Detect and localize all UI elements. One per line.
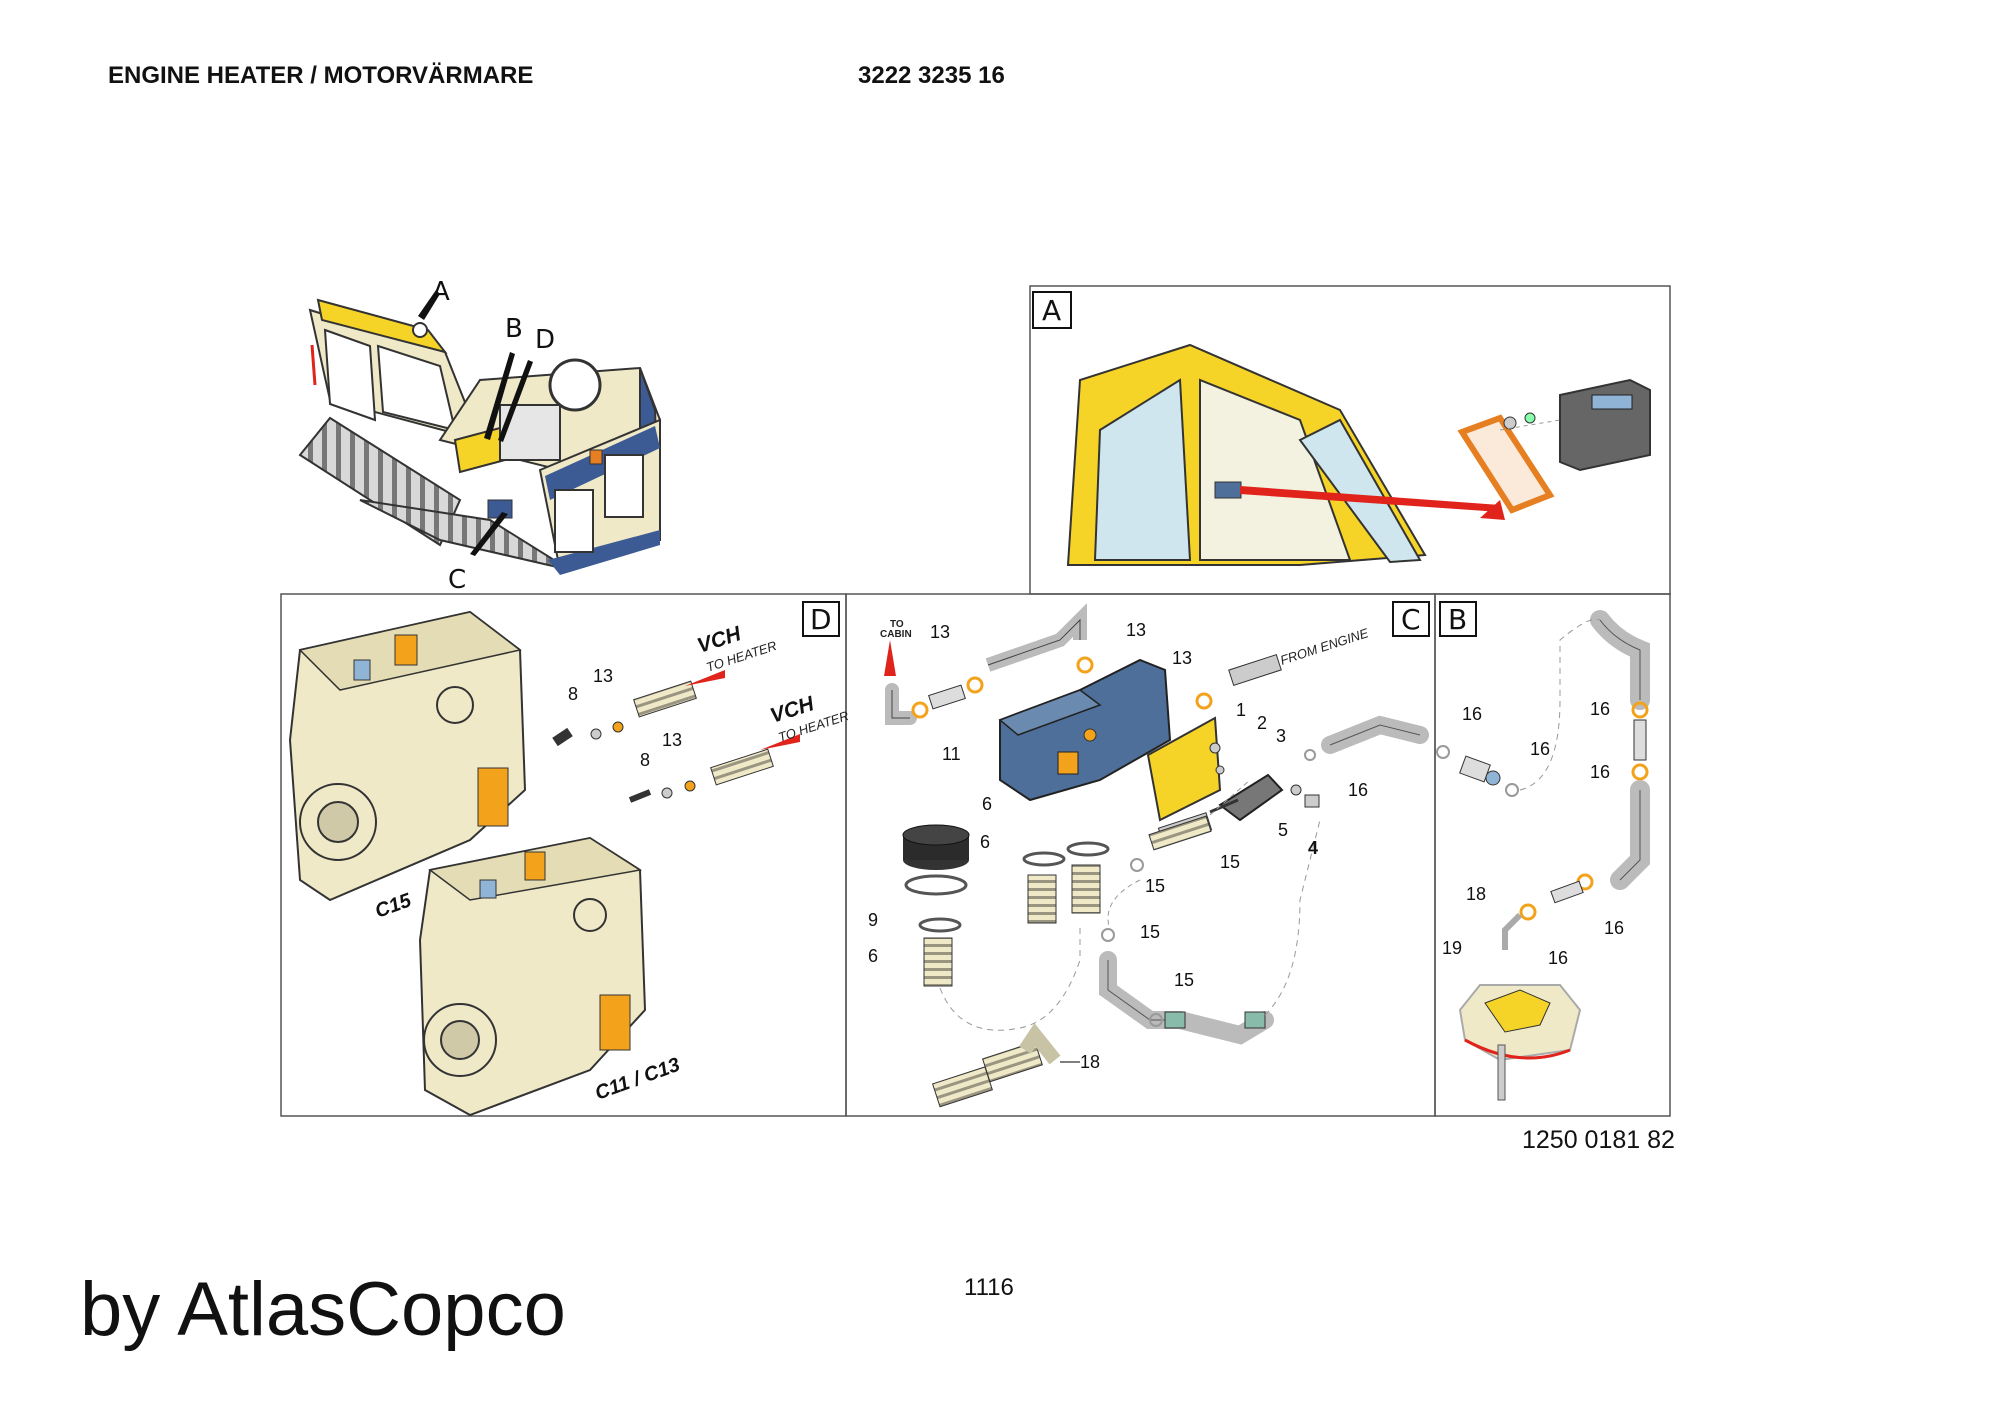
radiator-grille-left	[554, 489, 594, 553]
engine-heater-unit	[998, 658, 1172, 802]
callout-arrow-d	[498, 360, 533, 442]
label-b-16-b: 16	[1530, 739, 1550, 759]
cab-roof	[316, 298, 448, 354]
label-b-16-f: 16	[1548, 948, 1568, 968]
to-cabin-line2: CABIN	[880, 629, 912, 640]
label-c-6-a: 6	[982, 794, 992, 814]
panel-d-letter: D	[810, 603, 832, 636]
drawing-number: 1250 0181 82	[1522, 1126, 1675, 1154]
radiator-grille-right	[604, 454, 644, 518]
panel-c-letter: C	[1401, 603, 1421, 636]
cap	[902, 824, 970, 870]
engine-c11-c13	[418, 836, 647, 1117]
label-d-8-top: 8	[568, 684, 578, 704]
label-c-15-b: 15	[1145, 876, 1165, 896]
panel-b-fittings: 16 16 16 16 16 16 18 19	[1436, 610, 1650, 1101]
from-engine-label: FROM ENGINE	[1278, 625, 1370, 668]
label-b-16-d: 16	[1590, 762, 1610, 782]
label-c-1: 1	[1236, 700, 1246, 720]
label-b-16-c: 16	[1590, 699, 1610, 719]
label-c-3: 3	[1276, 726, 1286, 746]
label-c-5: 5	[1278, 820, 1288, 840]
heater-timer-location	[412, 322, 428, 338]
panel-c-heater-kit: TO CABIN FROM ENGINE 13 13 13 1 2 3 11 1…	[868, 603, 1429, 1108]
callout-arrow-a	[418, 290, 440, 320]
label-c-6-c: 6	[868, 946, 878, 966]
machine-overview: A B D C	[298, 277, 662, 595]
engine-c15	[288, 610, 527, 902]
fan	[548, 358, 602, 412]
label-c-9: 9	[868, 910, 878, 930]
engine-label-c15: C15	[372, 889, 415, 923]
callout-arrow-b	[484, 352, 515, 440]
label-c-2: 2	[1257, 713, 1267, 733]
label-b-19: 19	[1442, 938, 1462, 958]
panel-b-letter: B	[1448, 603, 1467, 636]
label-c-16: 16	[1348, 780, 1368, 800]
label-c-6-b: 6	[980, 832, 990, 852]
part-number: 3222 3235 16	[858, 62, 1005, 89]
callout-label-c: C	[448, 565, 466, 595]
to-cabin-line1: TO	[890, 619, 904, 630]
callout-label-a: A	[432, 277, 450, 307]
cab-window	[323, 328, 377, 422]
label-c-13-c: 13	[1172, 648, 1192, 668]
label-c-11: 11	[942, 744, 961, 764]
engine-label-c11-c13: C11 / C13	[592, 1054, 683, 1105]
callout-label-b: B	[505, 314, 523, 344]
crawler-track-front	[359, 499, 571, 571]
panel-a-cab-detail	[1066, 343, 1651, 566]
label-c-15-d: 15	[1174, 970, 1194, 990]
label-b-16-e: 16	[1604, 918, 1624, 938]
label-b-18: 18	[1466, 884, 1486, 904]
document-title: ENGINE HEATER / MOTORVÄRMARE	[108, 62, 534, 89]
label-d-13-top: 13	[593, 666, 613, 686]
brand-footer: by AtlasCopco	[80, 1267, 566, 1352]
callout-arrow-c	[470, 512, 508, 556]
label-c-4: 4	[1308, 838, 1318, 858]
label-d-13-bottom: 13	[662, 730, 682, 750]
mounting-bracket	[1146, 716, 1222, 822]
label-c-13-a: 13	[930, 622, 950, 642]
panel-a-letter: A	[1042, 294, 1061, 327]
panel-d-engines: 8 13 8 13 VCH TO HEATER VCH TO HEATER C1…	[288, 610, 851, 1117]
panel-b-frame	[1434, 593, 1671, 1117]
callout-label-d: D	[535, 325, 555, 355]
circulation-pump	[1209, 773, 1284, 822]
label-b-16-a: 16	[1462, 704, 1482, 724]
heater-timer	[1559, 378, 1651, 472]
label-d-8-bottom: 8	[640, 750, 650, 770]
label-c-18: 18	[1080, 1052, 1100, 1072]
label-c-13-b: 13	[1126, 620, 1146, 640]
label-c-15-a: 15	[1220, 852, 1240, 872]
page-number: 1116	[964, 1274, 1014, 1301]
label-c-15-c: 15	[1140, 922, 1160, 942]
